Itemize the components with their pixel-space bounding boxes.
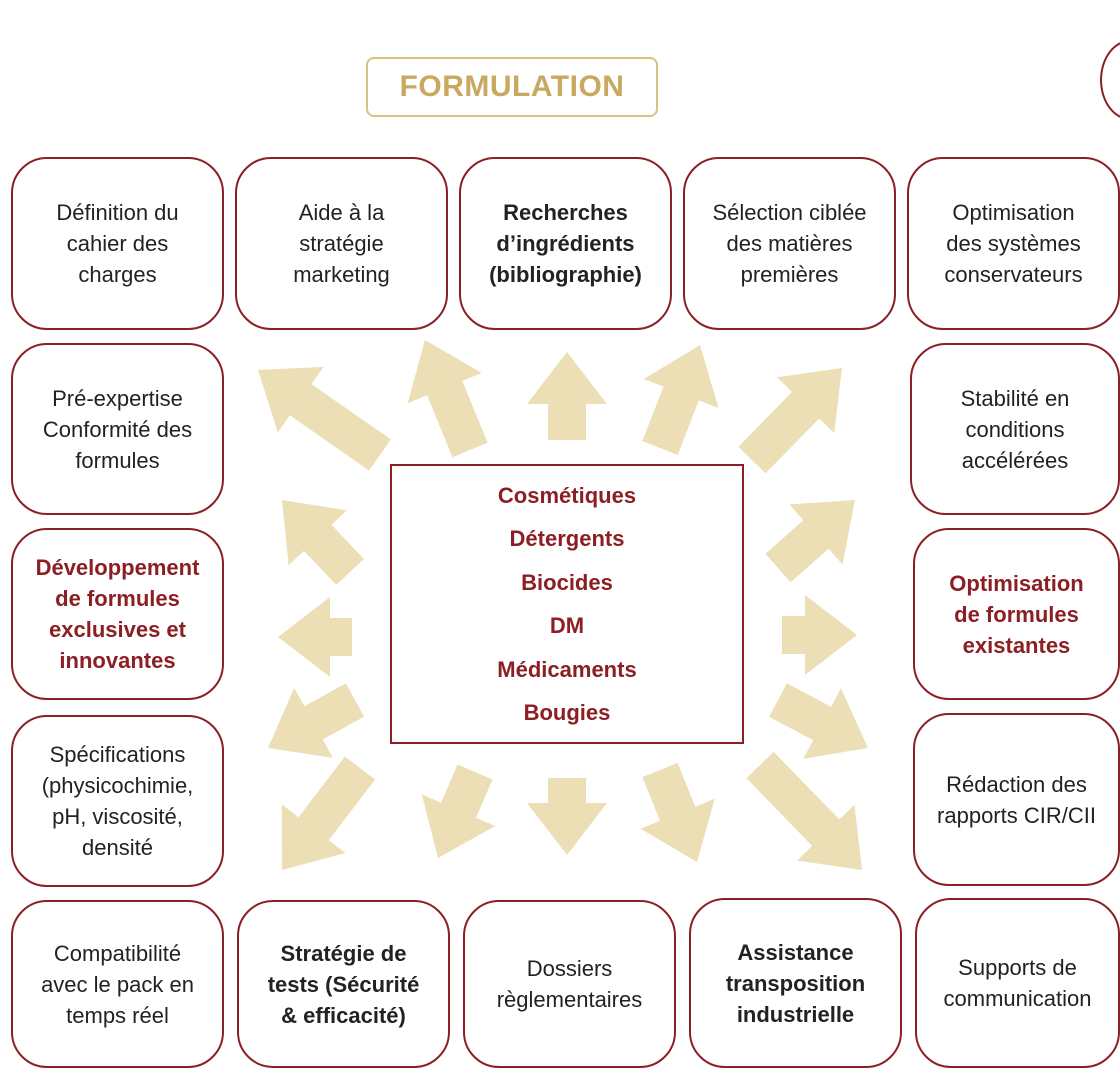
card-recherches-ingredients: Recherches d’ingrédients (bibliographie) <box>459 157 672 330</box>
arrow <box>278 597 352 677</box>
card-aide-marketing: Aide à la stratégie marketing <box>235 157 448 330</box>
arrow <box>527 352 607 440</box>
center-item: DM <box>549 613 585 638</box>
center-item: Détergents <box>509 526 625 551</box>
card-dossiers-reglementaires: Dossiers règlementaires <box>463 900 676 1068</box>
arrow <box>281 756 376 870</box>
card-strategie-tests: Stratégie de tests (Sécurité & efficacit… <box>237 900 450 1068</box>
center-item: Médicaments <box>497 656 637 682</box>
arrow <box>407 340 488 458</box>
arrow <box>769 683 868 759</box>
arrow <box>258 366 391 471</box>
center-item: Cosmétiques <box>497 482 637 508</box>
card-developpement-formules: Développement de formules exclusives et … <box>11 528 224 700</box>
card-specifications: Spécifications (physicochimie, pH, visco… <box>11 715 224 887</box>
card-supports-communication: Supports de communication <box>915 898 1120 1068</box>
center-item: Bougies <box>523 700 611 725</box>
center-item: Biocides <box>521 569 613 595</box>
card-redaction-rapports: Rédaction des rapports CIR/CII <box>913 713 1120 886</box>
card-stabilite: Stabilité en conditions accélérées <box>910 343 1120 515</box>
arrow <box>782 595 857 675</box>
arrow <box>527 778 607 855</box>
arrow <box>642 345 719 455</box>
center-box: Cosmétiques Détergents Biocides DM Médic… <box>390 464 744 744</box>
card-compatibilite-pack: Compatibilité avec le pack en temps réel <box>11 900 224 1068</box>
card-pre-expertise: Pré-expertise Conformité des formules <box>11 343 224 515</box>
arrow <box>421 764 496 858</box>
arrow <box>765 500 855 583</box>
card-selection-matieres: Sélection ciblée des matières premières <box>683 157 896 330</box>
arrow <box>746 751 862 870</box>
arrow <box>282 500 364 585</box>
diagram-title: FORMULATION <box>366 57 658 117</box>
card-definition-cahier: Définition du cahier des charges <box>11 157 224 330</box>
arrow <box>738 368 842 474</box>
card-optimisation-formules: Optimisation de formules existantes <box>913 528 1120 700</box>
arrow <box>268 683 365 758</box>
card-assistance-transposition: Assistance transposition industrielle <box>689 898 902 1068</box>
card-optimisation-conservateurs: Optimisation des systèmes conservateurs <box>907 157 1120 330</box>
arrow <box>640 762 715 862</box>
